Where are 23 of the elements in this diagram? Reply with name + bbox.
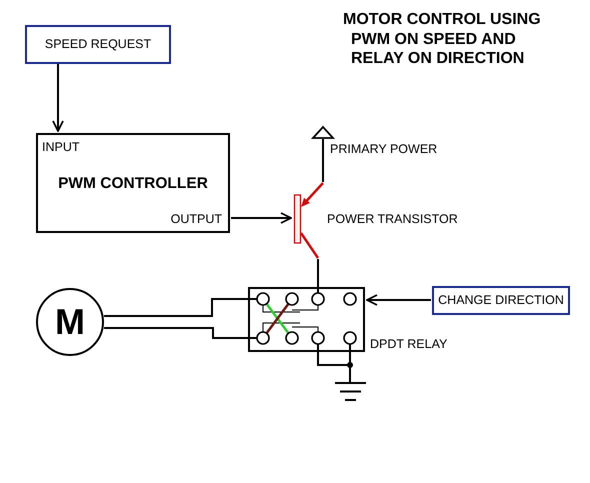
component-label: PRIMARY POWER <box>330 142 438 157</box>
signal-box: SPEED REQUEST <box>25 25 171 64</box>
arrow <box>52 64 64 132</box>
wire <box>317 259 319 287</box>
port-label: INPUT <box>42 140 80 155</box>
motor-symbol: M <box>36 288 104 356</box>
wire <box>317 351 351 383</box>
block-title: PWM CONTROLLER <box>57 175 209 193</box>
signal-box: CHANGE DIRECTION <box>432 286 570 315</box>
wire <box>322 139 324 182</box>
diagram-title: MOTOR CONTROL USING PWM ON SPEED AND RELAY ON DIRECTION <box>343 10 542 68</box>
controller-block <box>36 133 230 233</box>
supply-symbol <box>312 126 334 139</box>
wire <box>104 298 248 317</box>
port-label: OUTPUT <box>170 212 222 227</box>
arrow <box>366 294 431 306</box>
wire <box>104 327 248 339</box>
ground-symbol <box>335 382 366 401</box>
relay-box <box>248 287 365 352</box>
component-label: DPDT RELAY <box>370 337 448 352</box>
component-label: POWER TRANSISTOR <box>327 212 458 227</box>
arrow <box>231 212 292 224</box>
transistor-symbol <box>293 182 325 259</box>
